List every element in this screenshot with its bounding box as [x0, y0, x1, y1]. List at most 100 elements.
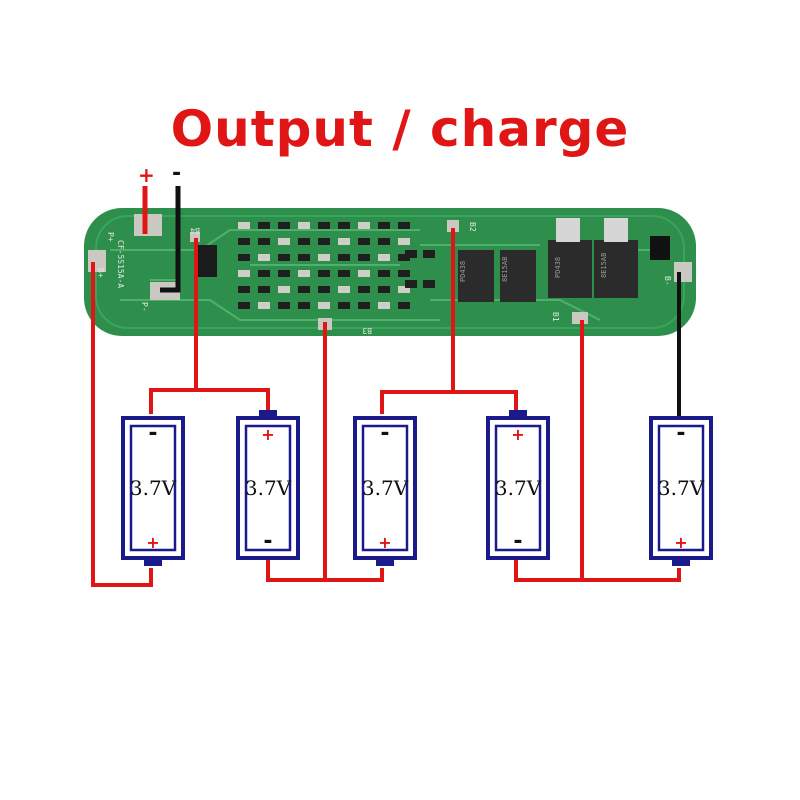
smd-component: [398, 286, 410, 293]
output-negative-wire: [160, 186, 181, 293]
smd-component: [338, 302, 350, 309]
negative-terminal-label: -: [172, 161, 181, 186]
cell-inner-outline: [494, 424, 542, 552]
cell-voltage-label: 3.7V: [245, 476, 292, 500]
cell-inner-outline: [361, 424, 409, 552]
smd-component: [338, 270, 350, 277]
wire-cell3-cell4: [380, 390, 518, 414]
smd-component: [258, 286, 270, 293]
mosfet-mark-1: PD438: [459, 261, 467, 282]
cell-top-polarity: +: [511, 425, 524, 444]
smd-component: [238, 270, 250, 277]
smd-component: [298, 254, 310, 261]
label-b1: B1: [551, 312, 560, 322]
smd-component: [378, 238, 390, 245]
smd-component: [378, 254, 390, 261]
smd-component: [278, 286, 290, 293]
smd-component: [238, 238, 250, 245]
smd-component: [318, 270, 330, 277]
smd-component: [318, 302, 330, 309]
smd-component: [318, 238, 330, 245]
smd-component: [405, 250, 417, 258]
cell-voltage-label: 3.7V: [130, 476, 177, 500]
mosfet-1: [458, 250, 494, 302]
cell-voltage-label: 3.7V: [362, 476, 409, 500]
battery-cell-3: - +3.7V: [353, 416, 417, 566]
cell-inner-outline: [129, 424, 177, 552]
smd-component: [378, 270, 390, 277]
cell-top-polarity: -: [380, 421, 389, 446]
label-b-minus: B-: [663, 276, 672, 286]
battery-cell-2: + - 3.7V: [236, 410, 300, 560]
smd-component: [238, 222, 250, 229]
smd-component: [338, 254, 350, 261]
pad-p-plus: [134, 214, 162, 236]
smd-component: [298, 238, 310, 245]
cell-top-polarity: -: [148, 421, 157, 446]
mosfet-3: [548, 240, 592, 298]
smd-component: [258, 270, 270, 277]
positive-terminal-label: +: [138, 163, 155, 187]
cell-bottom-polarity: -: [263, 529, 272, 554]
cell-positive-nub: [259, 410, 277, 418]
smd-component: [318, 222, 330, 229]
smd-component: [298, 270, 310, 277]
smd-components: [238, 222, 435, 309]
cell-positive-nub: [509, 410, 527, 418]
smd-component: [258, 238, 270, 245]
smd-component: [278, 270, 290, 277]
smd-component: [338, 238, 350, 245]
cell-top-polarity: -: [676, 421, 685, 446]
smd-component: [405, 280, 417, 288]
output-terminals: + -: [138, 161, 181, 293]
smd-component: [378, 286, 390, 293]
smd-component: [398, 254, 410, 261]
silkscreen: CF-5S15A-A P+ B+ P- B4 B3 B2 B1 B-: [96, 222, 672, 335]
diagram-title: Output / charge: [170, 100, 630, 158]
cell-positive-nub: [672, 558, 690, 566]
wiring: [91, 228, 681, 587]
smd-component: [358, 302, 370, 309]
cell-bottom-polarity: +: [378, 533, 391, 552]
smd-component: [358, 222, 370, 229]
pad-b2: [447, 220, 459, 232]
label-p-minus: P-: [140, 302, 149, 312]
smd-component: [358, 286, 370, 293]
cell-bottom-polarity: -: [513, 529, 522, 554]
smd-component: [258, 302, 270, 309]
battery-cells: -+3.7V+-3.7V-+3.7V+-3.7V-+3.7V: [121, 410, 713, 566]
smd-component: [423, 280, 435, 288]
smd-component: [398, 302, 410, 309]
label-b4: B4: [190, 226, 200, 235]
smd-component: [298, 286, 310, 293]
cell-positive-nub: [376, 558, 394, 566]
smd-component: [338, 222, 350, 229]
pad-b-minus: [674, 262, 692, 282]
smd-component: [298, 222, 310, 229]
battery-cell-1: - +3.7V: [121, 416, 185, 566]
smd-component: [278, 254, 290, 261]
cell-bottom-polarity: +: [146, 533, 159, 552]
cell-inner-outline: [657, 424, 705, 552]
smd-component: [398, 238, 410, 245]
cell-outline: [486, 416, 550, 560]
label-b2: B2: [468, 222, 477, 232]
mosfets: PD438 8E15AB PD438 8E15AB: [458, 218, 670, 302]
pad-b4: [190, 232, 200, 242]
smd-component: [398, 222, 410, 229]
sense-resistor: [650, 236, 670, 260]
cell-top-polarity: +: [261, 425, 274, 444]
smd-component: [398, 270, 410, 277]
mosfet-4: [594, 240, 638, 298]
battery-cell-4: + - 3.7V: [486, 410, 550, 560]
wire-cell2-cell3: [266, 560, 384, 582]
smd-component: [378, 302, 390, 309]
cell-voltage-label: 3.7V: [495, 476, 542, 500]
smd-component: [338, 286, 350, 293]
label-b3: B3: [362, 326, 372, 335]
mosfet-mark-3: PD438: [554, 257, 562, 278]
cell-inner-outline: [244, 424, 292, 552]
smd-component: [318, 254, 330, 261]
